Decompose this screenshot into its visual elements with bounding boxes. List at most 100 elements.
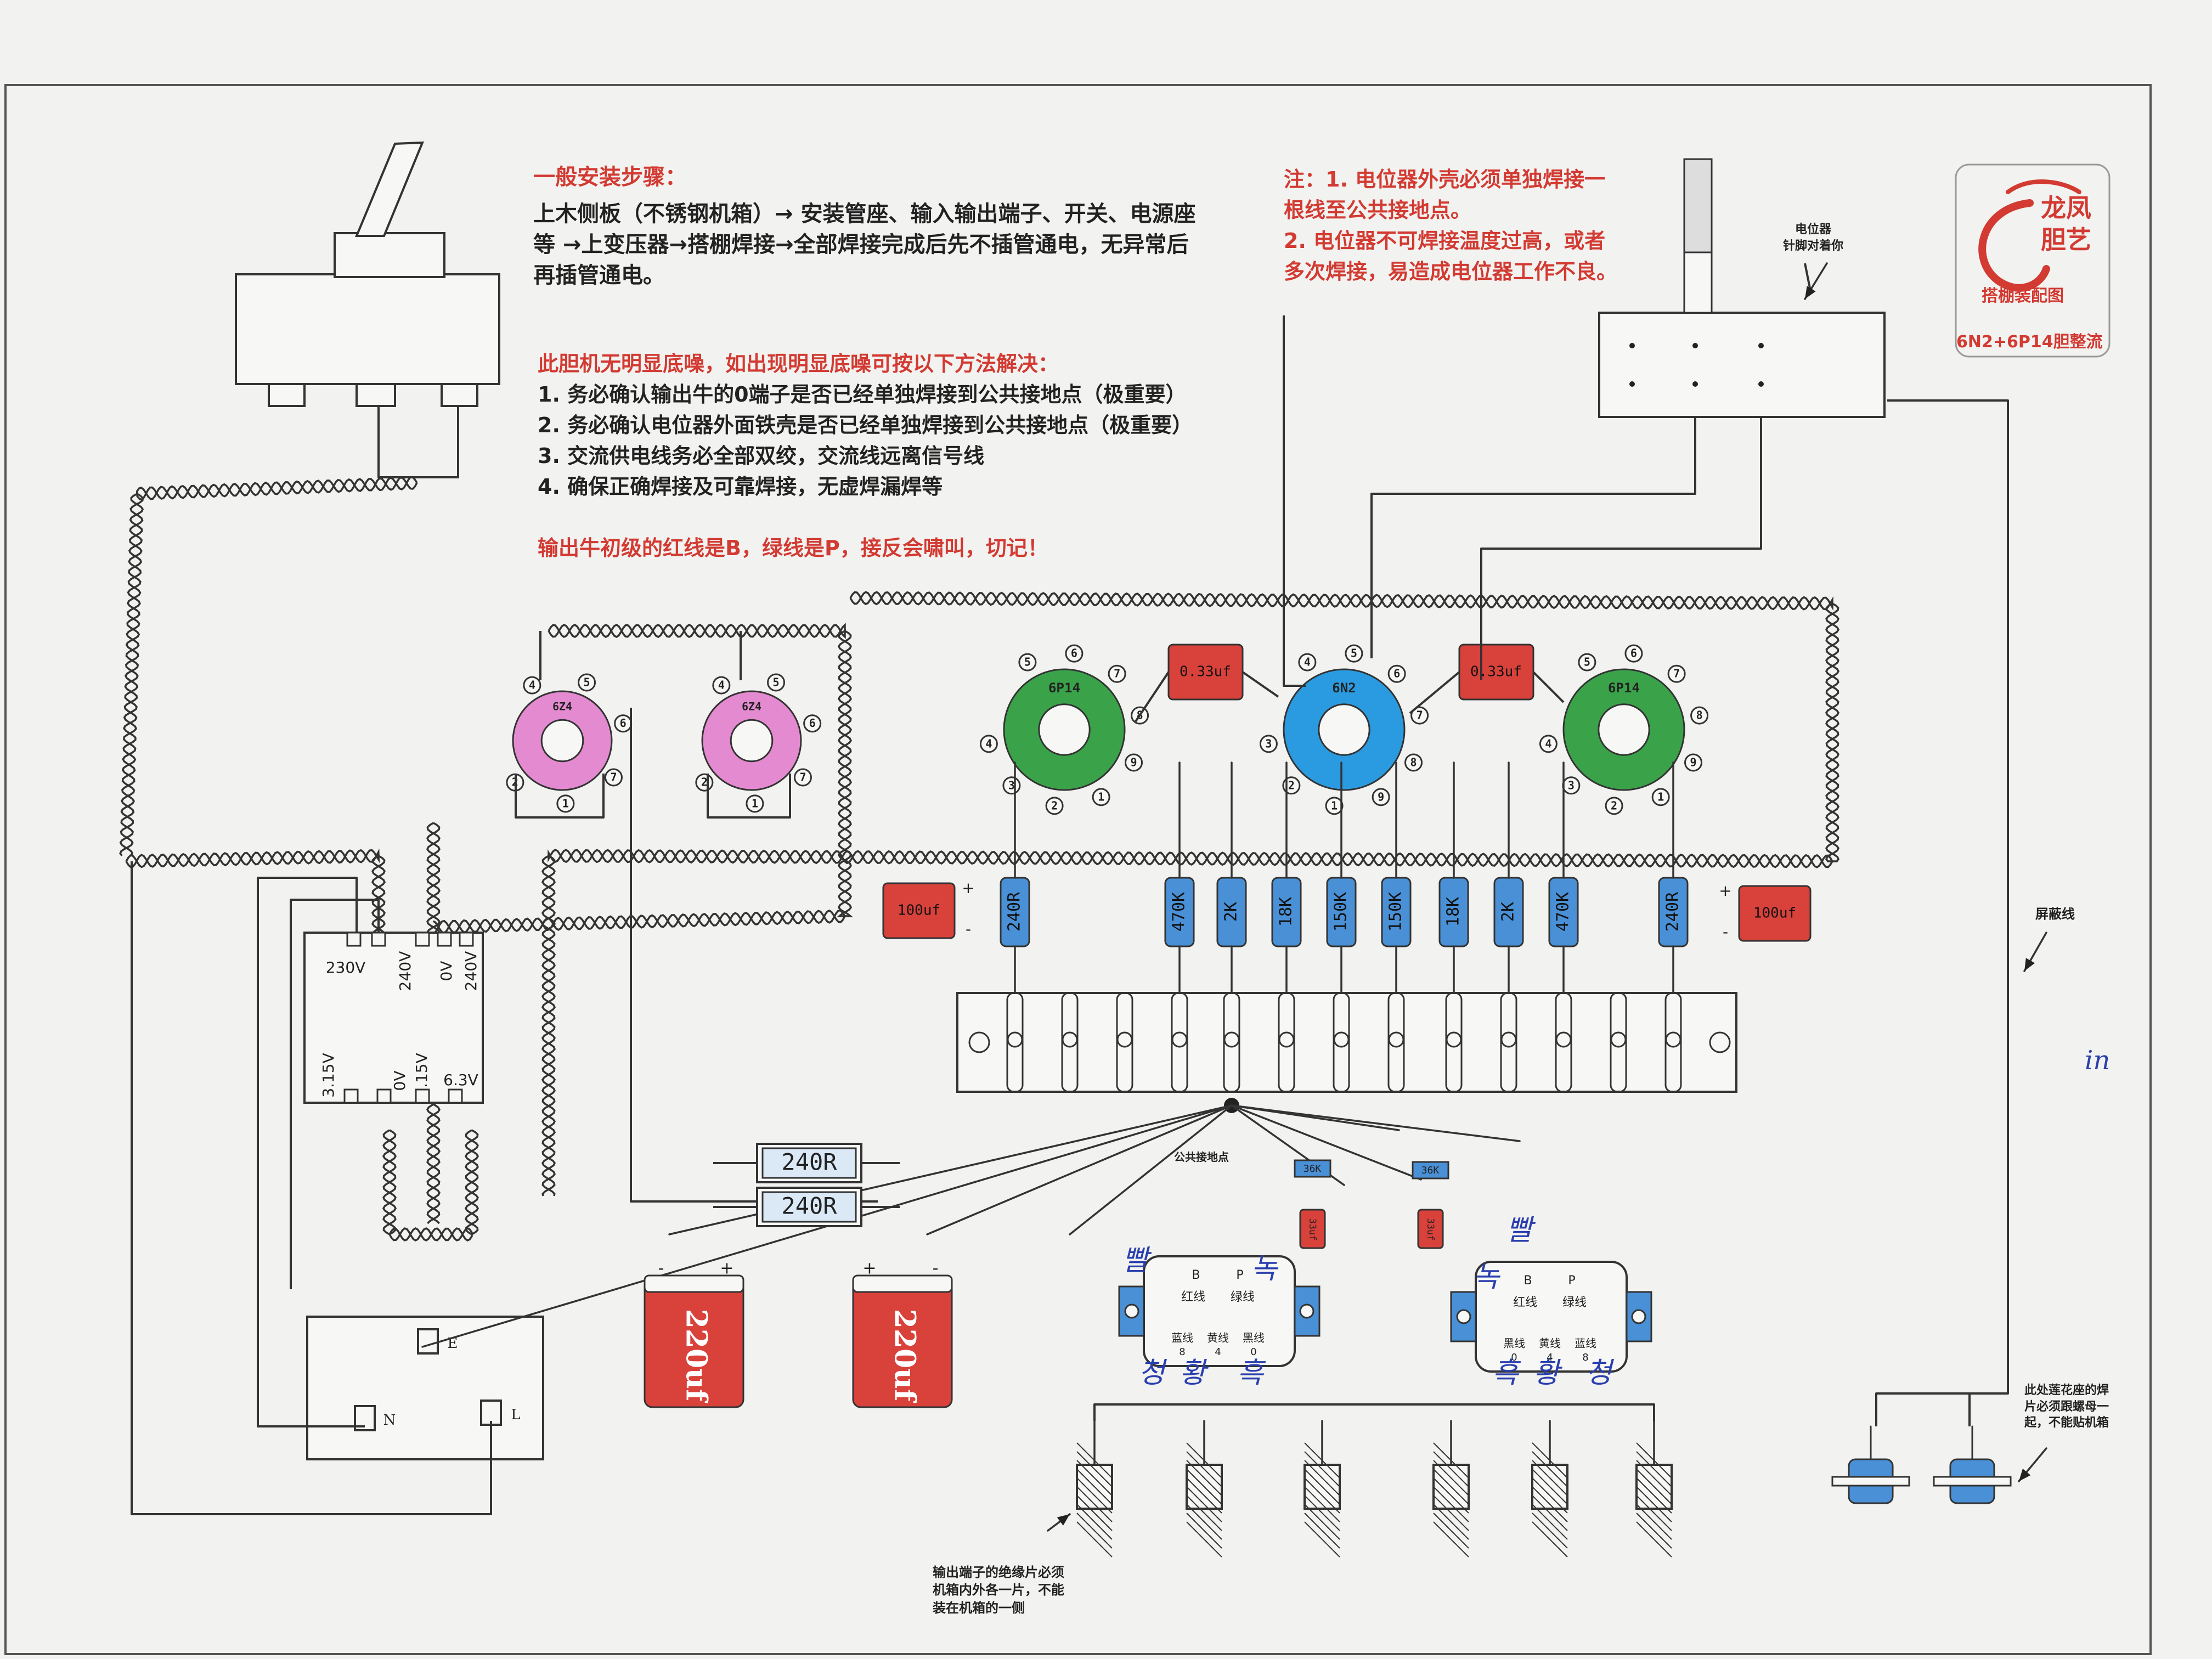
hatch-line: [1186, 1495, 1222, 1531]
tube-pin: [1690, 706, 1709, 725]
speaker-terminal-hatch: [1186, 1442, 1222, 1558]
transformer-lug: [415, 1088, 430, 1104]
hatch-line: [1304, 1486, 1340, 1522]
wire: [131, 861, 492, 1515]
tube-type-label: 6N2: [1332, 680, 1356, 696]
hatch-line: [1186, 1521, 1222, 1558]
tube-pin: [1624, 644, 1643, 663]
power-tube-socket-right-center: [1598, 703, 1650, 756]
hatch-line: [1532, 1451, 1568, 1487]
transformer-lug: [448, 1088, 463, 1104]
resistor-value: 150K: [1331, 892, 1351, 932]
output-transformer-tap: B: [1192, 1268, 1200, 1282]
handwritten-note: 황: [1180, 1357, 1206, 1390]
tube-pin-number: 4: [529, 679, 535, 692]
output-transformer-tap: 4: [1215, 1346, 1221, 1358]
heater-twisted-pair: [432, 623, 853, 934]
tube-pin-number: 6: [620, 716, 627, 730]
potentiometer-bushing: [1683, 251, 1713, 314]
tube-pin: [1387, 664, 1406, 683]
brand-logo-icon: [1978, 199, 2050, 292]
handwritten-note: 녹: [1473, 1261, 1499, 1294]
tube-pin-number: 4: [1304, 656, 1311, 669]
hatch-line: [1636, 1469, 1672, 1505]
install-body: 上木侧板（不锈钢机箱）→ 安装管座、输入输出端子、开关、电源座 等 →上变压器→…: [533, 201, 1196, 288]
wire: [257, 1317, 365, 1427]
tube-pin-number: 5: [1351, 647, 1357, 660]
output-transformer-wire-color: 红线: [1513, 1296, 1537, 1310]
hatch-line: [1532, 1460, 1568, 1496]
tube-pin-number: 7: [1673, 667, 1680, 680]
tube-pin-number: 1: [1098, 790, 1104, 803]
output-transformer-wire-color: 黄线: [1207, 1331, 1229, 1345]
tube-pin-number: 7: [799, 771, 806, 784]
capacitor-polarity: -: [933, 1259, 939, 1278]
hatch-line: [1076, 1495, 1113, 1531]
power-transformer: [303, 932, 484, 1104]
potentiometer-pin: [1629, 381, 1635, 387]
output-transformer-tap: 8: [1582, 1352, 1588, 1363]
tube-pin: [712, 676, 731, 695]
tube-pin: [1018, 653, 1037, 672]
tube-pin-number: 6: [1393, 667, 1400, 680]
terminal-lug: [1500, 992, 1517, 1093]
driver-tube-socket-center: [1318, 703, 1370, 756]
wire: [515, 774, 605, 819]
tube-pin-number: 2: [1611, 799, 1617, 812]
power-inlet-pin-label: N: [383, 1412, 396, 1429]
tube-pin: [1651, 788, 1670, 806]
output-transformer-right-screw: [1631, 1309, 1646, 1324]
hatch-line: [1304, 1521, 1340, 1558]
hatch-line: [1076, 1486, 1113, 1522]
tube-pin: [556, 794, 575, 813]
hatch-line: [1636, 1504, 1672, 1540]
transformer-lug: [371, 932, 386, 947]
transformer-tap-label: 0V: [437, 961, 455, 981]
hatch-line: [1304, 1504, 1340, 1540]
hatch-line: [1076, 1504, 1113, 1540]
tube-pin-number: 9: [1690, 755, 1696, 769]
noise-item: 1. 务必确认输出牛的0端子是否已经单独焊接到公共接地点（极重要）: [538, 382, 1187, 407]
hatch-line: [1636, 1513, 1672, 1549]
filter-capacitor-top: [644, 1274, 744, 1293]
handwritten-note: 흑: [1492, 1357, 1519, 1390]
transformer-twisted-pair: [382, 1129, 479, 1242]
terminal-lug-hole: [1388, 1031, 1404, 1048]
resistor-value: 240R: [1663, 891, 1683, 932]
hatch-line: [1304, 1469, 1340, 1505]
tube-type-label: 6P14: [1608, 680, 1640, 696]
output-transformer-left-screw: [1124, 1304, 1139, 1319]
tube-type-label: 6P14: [1048, 680, 1080, 696]
tube-pin: [523, 676, 541, 695]
terminal-lug: [1387, 992, 1405, 1093]
noise-title: 此胆机无明显底噪，如出现明显底噪可按以下方法解决：: [538, 352, 1059, 376]
bias-capacitor-value: 33uf: [1307, 1218, 1318, 1241]
tube-pin-number: 9: [1130, 755, 1137, 769]
terminal-note: 输出端子的绝缘片必须 机箱内外各一片，不能 装在机箱的一侧: [933, 1565, 1064, 1616]
filter-capacitor-value: 220uf: [680, 1309, 713, 1403]
hatch-line: [1433, 1513, 1469, 1549]
tube-pin-number: 5: [773, 675, 780, 689]
tube-pin-number: 5: [584, 675, 590, 689]
capacitor-polarity: +: [862, 1259, 876, 1278]
pot-note-line: 多次焊接，易造成电位器工作不良。: [1284, 259, 1618, 284]
wire: [1370, 417, 1696, 658]
resistor-value: 18K: [1444, 897, 1463, 927]
capacitor-polarity: +: [720, 1259, 733, 1278]
warning-note: 输出牛初级的红线是B，绿线是P，接反会啸叫，切记！: [538, 536, 1048, 560]
tube-pin-number: 4: [1545, 737, 1551, 750]
hatch-line: [1433, 1504, 1469, 1540]
bias-capacitor: [1299, 1209, 1326, 1249]
tube-pin: [1605, 797, 1623, 815]
handwritten-note: 청: [1585, 1357, 1612, 1390]
hatch-line: [1433, 1521, 1469, 1558]
resistor-value: 240R: [1005, 891, 1024, 932]
hatch-line: [1636, 1451, 1672, 1487]
terminal-lug-hole: [1116, 1031, 1133, 1048]
transformer-lug: [343, 1088, 359, 1104]
power-inlet-pin: [417, 1328, 439, 1355]
pot-label: 电位器 针脚对着你: [1783, 223, 1844, 253]
tube-pin-number: 3: [1008, 778, 1015, 792]
speaker-terminal-hatch: [1532, 1442, 1568, 1558]
